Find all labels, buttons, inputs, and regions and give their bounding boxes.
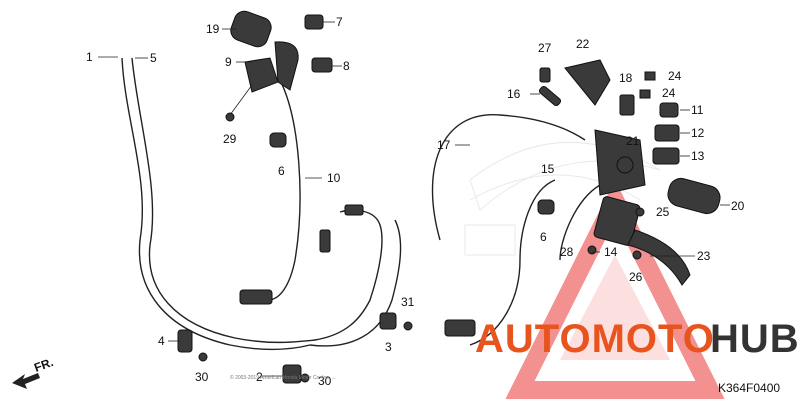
bolt-31[interactable] xyxy=(403,321,413,331)
watermark-hub: HUB xyxy=(710,317,800,361)
lever-16[interactable] xyxy=(538,85,562,107)
callout-30b: 30 xyxy=(318,374,332,388)
switch-12[interactable] xyxy=(654,124,680,142)
callout-6b: 6 xyxy=(540,230,547,244)
bracket-4[interactable] xyxy=(177,329,193,353)
callout-20: 20 xyxy=(731,199,745,213)
clamp-6-left[interactable] xyxy=(269,132,287,148)
callout-2: 2 xyxy=(256,370,263,384)
clutch-bracket-22[interactable] xyxy=(564,59,611,106)
bolt-25[interactable] xyxy=(635,207,645,217)
cable-end-10[interactable] xyxy=(239,289,273,305)
callout-24b: 24 xyxy=(662,86,676,100)
switch-8[interactable] xyxy=(311,57,333,73)
lever-23[interactable] xyxy=(627,229,691,286)
bolt-24[interactable] xyxy=(639,71,656,99)
callout-16: 16 xyxy=(507,87,521,101)
callout-8: 8 xyxy=(343,59,350,73)
callout-23: 23 xyxy=(697,249,711,263)
callout-15: 15 xyxy=(541,162,555,176)
callout-25: 25 xyxy=(656,205,670,219)
throttle-grip-19[interactable] xyxy=(228,8,274,49)
callout-9: 9 xyxy=(225,55,232,69)
control-box-14[interactable] xyxy=(593,196,641,246)
callout-18: 18 xyxy=(619,71,633,85)
callout-31: 31 xyxy=(401,295,415,309)
watermark-text: AUTOMOTO HUB xyxy=(475,317,800,361)
bolt-28[interactable] xyxy=(587,245,597,255)
copyright-text: © 2003-2019 American Honda Motor Co. Inc… xyxy=(230,374,336,381)
clutch-cable xyxy=(431,114,601,346)
switch-7[interactable] xyxy=(304,14,324,30)
throttle-housing-9[interactable] xyxy=(244,41,299,93)
callout-13: 13 xyxy=(691,149,705,163)
switch-13[interactable] xyxy=(652,147,680,165)
switch-11[interactable] xyxy=(659,102,679,118)
callout-29: 29 xyxy=(223,132,237,146)
front-arrow-label: FR. xyxy=(32,355,55,375)
callout-24a: 24 xyxy=(668,69,682,83)
grip-20[interactable] xyxy=(665,176,722,217)
connector-ends[interactable] xyxy=(319,204,364,253)
callout-30a: 30 xyxy=(195,370,209,384)
watermark-automoto: AUTOMOTO xyxy=(475,317,715,361)
front-direction-arrow: FR. xyxy=(12,355,55,389)
leader-lines xyxy=(98,21,730,377)
callout-6a: 6 xyxy=(278,164,285,178)
callout-14: 14 xyxy=(604,245,618,259)
callout-19: 19 xyxy=(206,22,220,36)
bolt-26[interactable] xyxy=(632,250,642,260)
callout-10: 10 xyxy=(327,171,341,185)
switch-27[interactable] xyxy=(539,67,551,83)
diagram-code: K364F0400 xyxy=(718,381,780,395)
throttle-cables xyxy=(121,57,402,351)
clamp-6-right[interactable] xyxy=(537,199,555,215)
clamp-2[interactable] xyxy=(282,364,302,384)
callout-4: 4 xyxy=(158,334,165,348)
callout-11: 11 xyxy=(691,103,704,117)
cable-end-17[interactable] xyxy=(444,319,476,337)
callout-7: 7 xyxy=(336,15,343,29)
callout-26: 26 xyxy=(629,270,643,284)
watermark-triangle xyxy=(505,179,725,399)
callout-27: 27 xyxy=(538,41,552,55)
bolt-30-left[interactable] xyxy=(198,352,208,362)
callout-17: 17 xyxy=(437,138,451,152)
callout-21: 21 xyxy=(626,134,640,148)
bolt-29[interactable] xyxy=(225,84,253,122)
switch-18[interactable] xyxy=(619,94,635,116)
bolt-30-bottom[interactable] xyxy=(300,373,310,383)
callout-3: 3 xyxy=(385,340,392,354)
callout-labels: 1 5 19 7 9 8 29 6 10 27 22 18 24 24 16 1… xyxy=(86,15,745,388)
callout-5: 5 xyxy=(150,51,157,65)
callout-12: 12 xyxy=(691,126,705,140)
callout-22: 22 xyxy=(576,37,590,51)
clutch-assembly-21[interactable] xyxy=(594,129,646,196)
clamp-3[interactable] xyxy=(379,312,397,330)
callout-28: 28 xyxy=(560,245,574,259)
callout-1: 1 xyxy=(86,50,93,64)
